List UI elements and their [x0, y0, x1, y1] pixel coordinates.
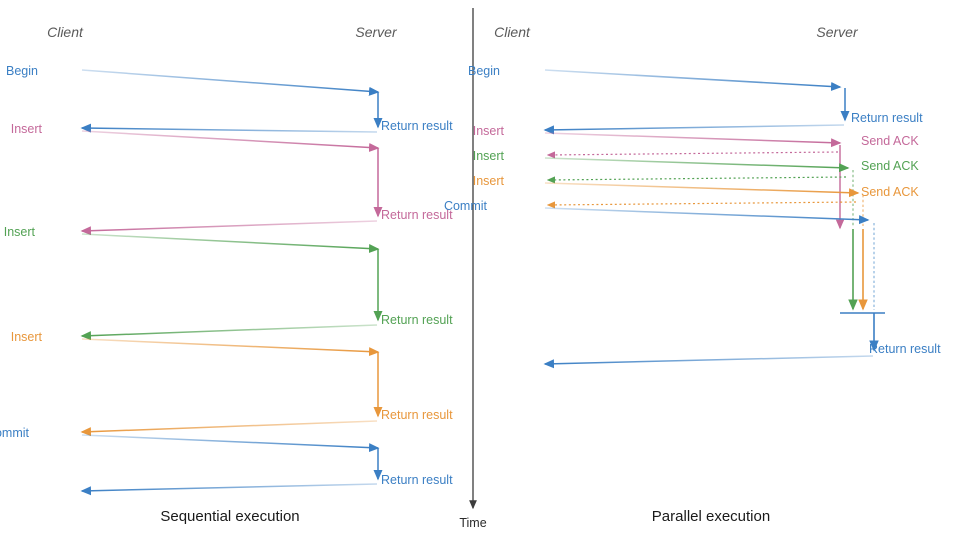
parallel-insert2-request-arrow [544, 157, 850, 173]
parallel-step-begin: Begin Return result [468, 64, 923, 135]
parallel-commit-request-arrow [544, 207, 870, 225]
sequential-begin-request-label: Begin [6, 64, 38, 78]
sequential-insert2-request-arrow [81, 233, 380, 254]
sequential-commit-reply-label: Return result [381, 473, 453, 487]
panel-sequential: Client Server Begin Return result Insert… [0, 24, 453, 525]
sequential-commit-request-label: Commit [0, 426, 30, 440]
sequential-step-commit: Commit Return result [0, 426, 453, 496]
parallel-insert3-ack-arrow [546, 201, 857, 209]
sequential-server-actor-label: Server [355, 24, 398, 40]
parallel-server-actor-label: Server [816, 24, 859, 40]
parallel-insert3-request-label: Insert [473, 174, 505, 188]
parallel-begin-reply-arrow [543, 124, 845, 135]
parallel-insert3-reply-label: Send ACK [861, 185, 919, 199]
parallel-caption: Parallel execution [652, 508, 770, 525]
parallel-step-commit: Commit Return result [444, 199, 941, 369]
sequential-insert1-reply-label: Return result [381, 208, 453, 222]
parallel-insert3-request-arrow [544, 182, 860, 198]
time-axis: Time [459, 8, 487, 530]
parallel-insert2-request-label: Insert [473, 149, 505, 163]
parallel-insert2-reply-label: Send ACK [861, 159, 919, 173]
parallel-commit-reply-arrow [543, 355, 874, 369]
sequential-insert1-reply-arrow [80, 220, 378, 236]
parallel-commit-request-label: Commit [444, 199, 488, 213]
sequential-insert1-request-arrow [81, 130, 380, 152]
parallel-client-actor-label: Client [494, 24, 531, 40]
sequential-step-insert-1: Insert Return result [11, 122, 453, 236]
sequential-insert2-reply-arrow [80, 324, 378, 341]
sequential-begin-request-arrow [81, 69, 380, 96]
parallel-begin-request-label: Begin [468, 64, 500, 78]
parallel-insert1-request-arrow [544, 132, 842, 148]
sequential-insert3-request-label: Insert [11, 330, 43, 344]
parallel-commit-reply-label: Return result [869, 342, 941, 356]
sequential-step-insert-2: Insert Return result [4, 225, 453, 341]
sequential-step-begin: Begin Return result [6, 64, 453, 133]
parallel-step-insert-2: Insert Send ACK [473, 149, 919, 311]
parallel-begin-reply-label: Return result [851, 111, 923, 125]
sequential-insert3-reply-arrow [80, 420, 378, 437]
parallel-step-insert-1: Insert Send ACK [473, 124, 919, 230]
parallel-insert2-ack-arrow [546, 176, 847, 184]
sequential-begin-reply-label: Return result [381, 119, 453, 133]
sequential-caption: Sequential execution [160, 508, 299, 525]
parallel-insert1-reply-label: Send ACK [861, 134, 919, 148]
sequential-client-actor-label: Client [47, 24, 84, 40]
parallel-step-insert-3: Insert Send ACK [473, 174, 919, 311]
sequential-insert3-reply-label: Return result [381, 408, 453, 422]
sequential-insert2-request-label: Insert [4, 225, 36, 239]
panel-parallel: Client Server Begin Return result Insert… [444, 24, 941, 525]
sequential-step-insert-3: Insert Return result [11, 330, 453, 437]
parallel-insert1-request-label: Insert [473, 124, 505, 138]
sequential-commit-request-arrow [81, 434, 380, 453]
sequential-insert3-request-arrow [81, 338, 380, 357]
sequential-commit-reply-arrow [80, 483, 378, 496]
sequential-insert2-reply-label: Return result [381, 313, 453, 327]
parallel-begin-request-arrow [544, 69, 842, 91]
sequential-begin-reply-arrow [80, 123, 378, 133]
sequential-insert1-request-label: Insert [11, 122, 43, 136]
parallel-insert1-ack-arrow [546, 151, 839, 159]
time-axis-label: Time [459, 516, 486, 530]
